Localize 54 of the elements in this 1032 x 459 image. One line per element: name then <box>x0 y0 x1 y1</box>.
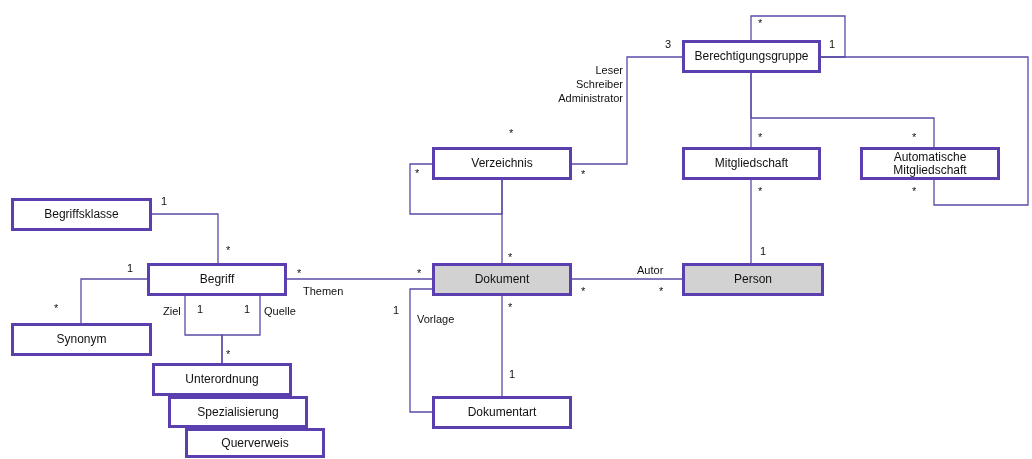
multiplicity-label: * <box>758 17 763 29</box>
multiplicity-label: * <box>659 285 664 297</box>
association-line <box>80 278 148 324</box>
class-box: Begriffsklasse <box>11 198 152 231</box>
multiplicity-label: * <box>54 302 59 314</box>
association-line <box>571 278 683 280</box>
class-box: Begriff <box>147 263 287 296</box>
multiplicity-label: 3 <box>665 38 672 50</box>
multiplicity-label: 1 <box>244 303 251 315</box>
multiplicity-label: 1 <box>509 368 516 380</box>
multiplicity-label: * <box>508 301 513 313</box>
association-line <box>501 295 503 397</box>
class-box: Dokument <box>432 263 572 296</box>
class-box: Verzeichnis <box>432 147 572 180</box>
multiplicity-label: * <box>912 131 917 143</box>
multiplicity-label: 1 <box>760 245 767 257</box>
multiplicity-label: 1 <box>127 262 134 274</box>
class-box: Person <box>682 263 824 296</box>
association-line <box>750 15 846 58</box>
class-box: Spezialisierung <box>168 396 308 428</box>
association-line <box>409 288 433 413</box>
association-line <box>571 56 683 165</box>
multiplicity-label: 1 <box>829 38 836 50</box>
multiplicity-label: 1 <box>161 195 168 207</box>
multiplicity-label: * <box>758 131 763 143</box>
multiplicity-label: * <box>417 267 422 279</box>
association-line <box>221 295 261 364</box>
role-label: Themen <box>303 284 344 298</box>
multiplicity-label: * <box>415 167 420 179</box>
role-label: Vorlage <box>417 312 455 326</box>
multiplicity-label: * <box>297 267 302 279</box>
class-box: Mitgliedschaft <box>682 147 821 180</box>
association-line <box>151 213 219 264</box>
class-box: Synonym <box>11 323 152 356</box>
association-line <box>820 56 1029 206</box>
role-label: Autor <box>637 263 664 277</box>
multiplicity-label: 1 <box>393 304 400 316</box>
multiplicity-label: * <box>509 127 514 139</box>
class-box: Querverweis <box>185 428 325 458</box>
multiplicity-label: * <box>912 185 917 197</box>
class-box: Automatische Mitgliedschaft <box>860 147 1000 180</box>
role-label: Quelle <box>264 304 296 318</box>
role-label: Ziel <box>163 304 181 318</box>
class-box: Berechtigungsgruppe <box>682 40 821 73</box>
multiplicity-label: * <box>758 185 763 197</box>
class-box: Dokumentart <box>432 396 572 429</box>
multiplicity-label: * <box>226 348 231 360</box>
multiplicity-label: * <box>226 244 231 256</box>
class-box: Unterordnung <box>152 363 292 396</box>
association-line <box>286 278 433 280</box>
association-line <box>750 179 752 264</box>
multiplicity-label: * <box>581 168 586 180</box>
multiplicity-label: * <box>581 285 586 297</box>
multiplicity-label: * <box>508 251 513 263</box>
